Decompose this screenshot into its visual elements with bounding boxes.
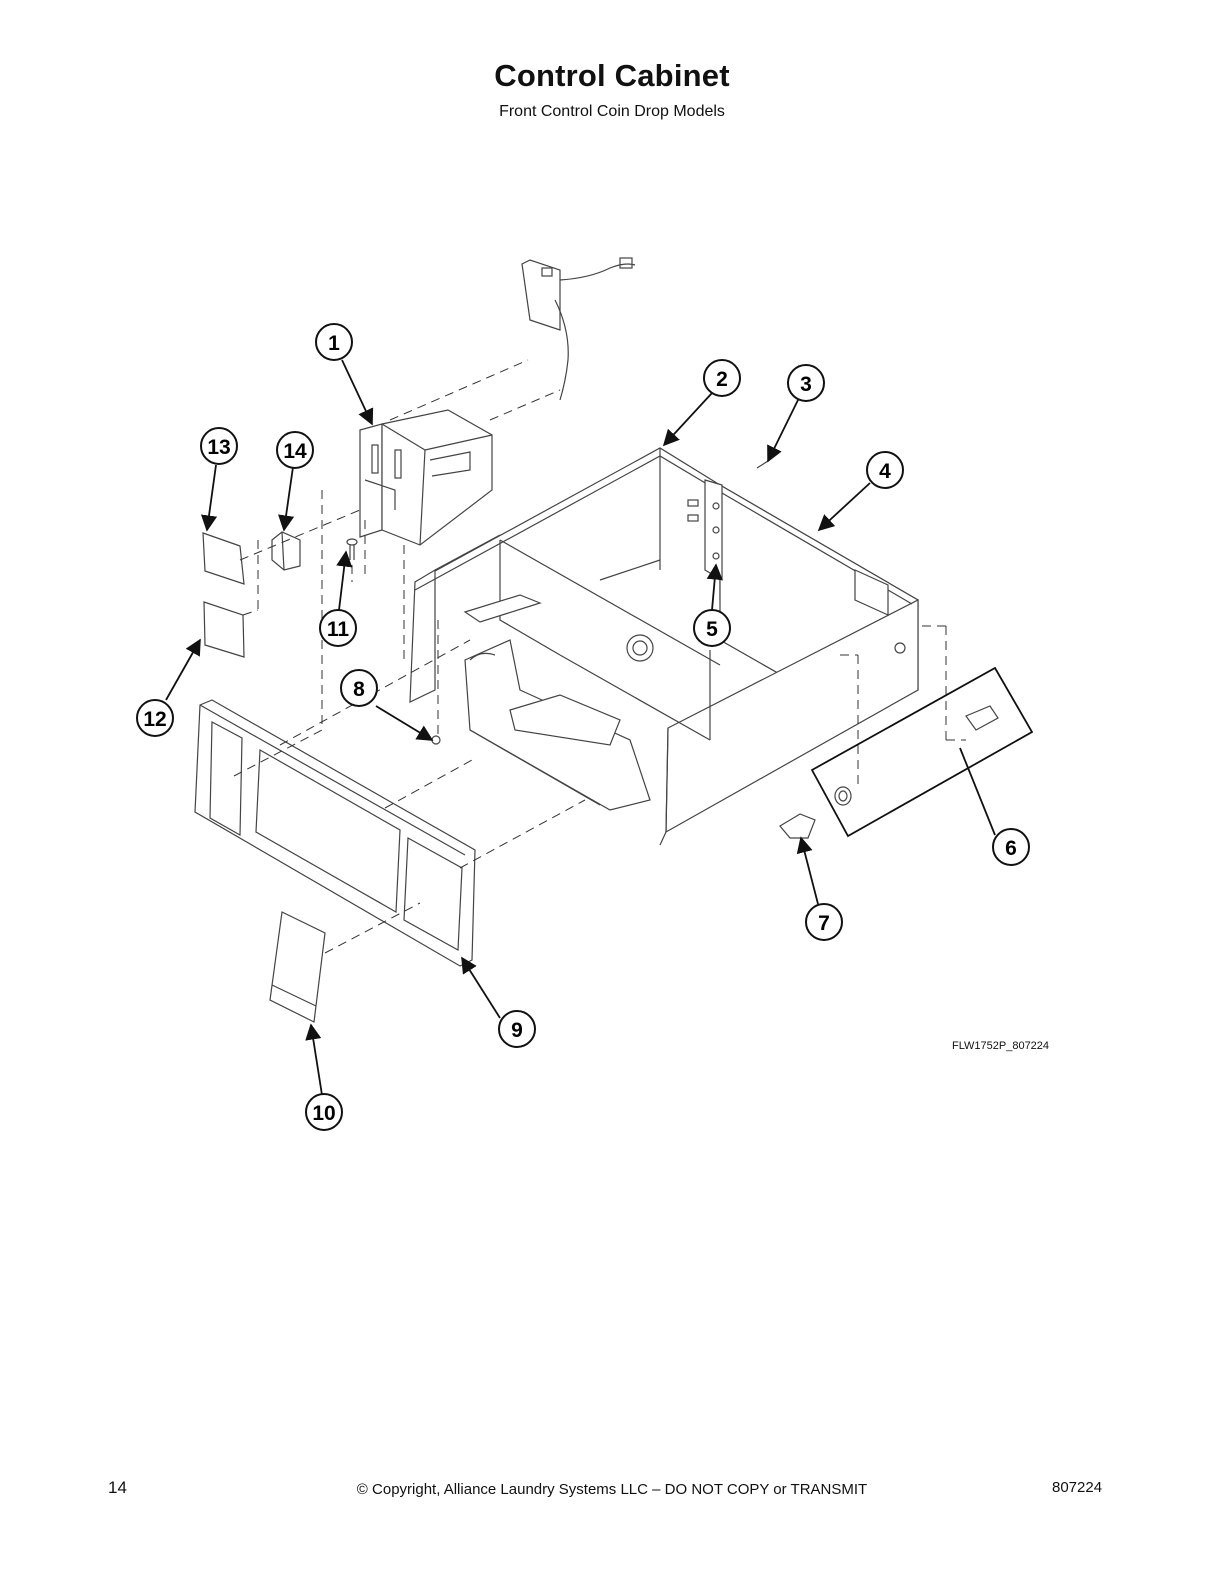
callout-4: 4 (866, 451, 904, 489)
screw-11-drawing (346, 538, 358, 560)
svg-text:10: 10 (312, 1102, 335, 1125)
wiring-harness-drawing (521, 257, 636, 401)
svg-text:12: 12 (143, 708, 166, 731)
callout-2: 2 (703, 359, 741, 397)
svg-text:1: 1 (328, 332, 340, 355)
callout-12: 12 (136, 699, 174, 737)
label-13-drawing (202, 532, 245, 585)
callout-1: 1 (315, 323, 353, 361)
coin-drop-housing-drawing (359, 409, 493, 546)
callout-13: 13 (200, 427, 238, 465)
page-subtitle: Front Control Coin Drop Models (499, 103, 725, 120)
svg-text:7: 7 (818, 912, 830, 935)
svg-text:3: 3 (800, 373, 812, 396)
svg-text:8: 8 (353, 678, 365, 701)
control-cabinet-drawing (409, 447, 919, 846)
svg-text:6: 6 (1005, 837, 1017, 860)
svg-text:2: 2 (716, 368, 728, 391)
callout-6: 6 (992, 828, 1030, 866)
callout-5: 5 (693, 609, 731, 647)
screw-3-drawing (756, 460, 769, 469)
callout-3: 3 (787, 364, 825, 402)
switch-14-drawing (271, 531, 301, 571)
callout-10: 10 (305, 1093, 343, 1131)
copyright-notice: © Copyright, Alliance Laundry Systems LL… (356, 1481, 868, 1498)
callout-9: 9 (498, 1010, 536, 1048)
svg-text:13: 13 (207, 436, 230, 459)
callout-14: 14 (276, 431, 314, 469)
front-panel-9-drawing (194, 699, 476, 967)
svg-text:11: 11 (327, 618, 350, 641)
page-number: 14 (108, 1478, 127, 1497)
callout-11: 11 (319, 609, 357, 647)
screw-6-drawing (965, 705, 999, 731)
document-number: 807224 (1052, 1479, 1103, 1496)
page-title: Control Cabinet (494, 58, 730, 93)
drawing-id: FLW1752P_807224 (952, 1040, 1050, 1052)
svg-text:4: 4 (879, 460, 891, 483)
svg-text:9: 9 (511, 1019, 523, 1042)
svg-text:14: 14 (283, 440, 307, 463)
nut-8-drawing (431, 735, 441, 745)
callout-8: 8 (340, 669, 378, 707)
svg-text:5: 5 (706, 618, 718, 641)
decal-10-drawing (269, 911, 326, 1023)
bolt-7-drawing (779, 786, 852, 839)
callout-7: 7 (805, 903, 843, 941)
label-12-drawing (203, 601, 245, 658)
callout-leaders (165, 359, 996, 1096)
callout-6-group-box (810, 666, 1034, 838)
